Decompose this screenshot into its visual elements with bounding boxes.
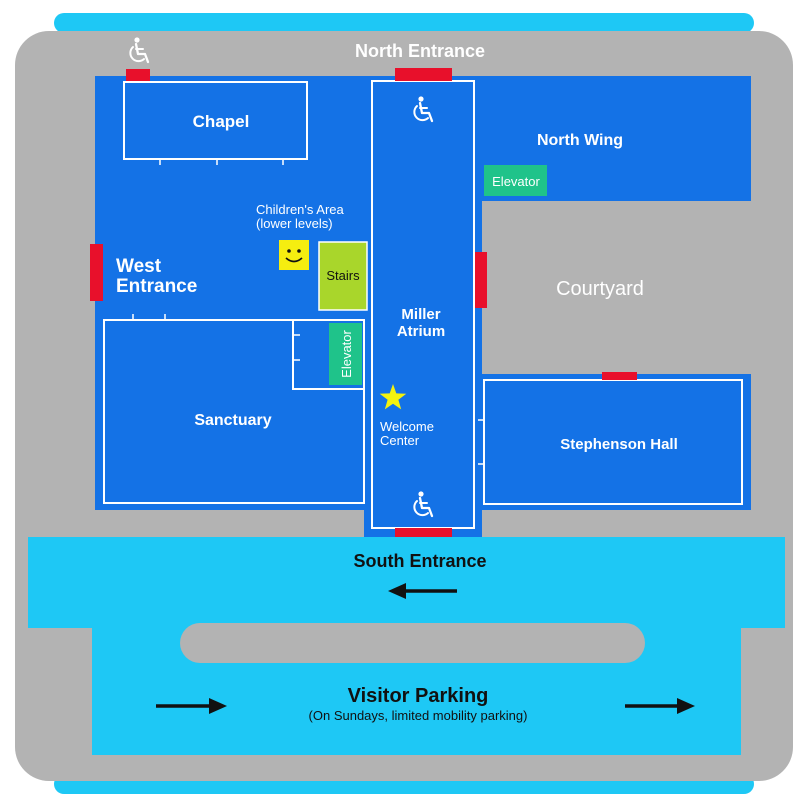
- stephenson-door: [602, 372, 637, 380]
- childrens-area-label-2: (lower levels): [256, 216, 333, 231]
- star-icon: [379, 384, 407, 410]
- chapel-door: [126, 69, 150, 81]
- elevator-north-label: Elevator: [492, 174, 540, 189]
- smiley-icon: [279, 240, 309, 270]
- parking-note-label: (On Sundays, limited mobility parking): [309, 708, 528, 723]
- arrow-icon: [388, 583, 457, 599]
- parking-median: [180, 623, 645, 663]
- sanctuary-room: [103, 319, 365, 504]
- stephenson-hall-label: Stephenson Hall: [560, 436, 678, 453]
- stairs-label: Stairs: [326, 268, 360, 283]
- sanctuary-elevator: [329, 323, 362, 385]
- childrens-area-label-1: Children's Area: [256, 202, 345, 217]
- atrium-label-1: Miller: [401, 306, 440, 323]
- west-entrance-label-1: West: [116, 256, 162, 277]
- west-entrance-label-2: Entrance: [116, 276, 197, 297]
- welcome-center-label-1: Welcome: [380, 419, 434, 434]
- arrow-icon: [625, 698, 695, 714]
- building-footprint: [95, 76, 751, 537]
- courtyard-label: Courtyard: [556, 278, 644, 300]
- visitor-parking-label: Visitor Parking: [348, 685, 489, 707]
- north-wing-label: North Wing: [537, 132, 623, 149]
- top-road: [54, 13, 754, 33]
- south-entrance-label: South Entrance: [353, 551, 486, 571]
- north-entrance-label: North Entrance: [355, 41, 485, 61]
- chapel-label: Chapel: [193, 112, 250, 131]
- arrow-icon: [156, 698, 227, 714]
- west-entrance-door: [90, 244, 103, 301]
- chapel-room: [123, 81, 308, 160]
- welcome-center-label-2: Center: [380, 433, 420, 448]
- courtyard-door: [475, 252, 487, 308]
- north-entrance-door: [395, 68, 452, 81]
- sanctuary-inner-partition: [292, 320, 364, 390]
- sanctuary-label: Sanctuary: [194, 412, 271, 429]
- stairs-block: [318, 241, 368, 311]
- north-wing-elevator: [484, 165, 547, 196]
- atrium-label-2: Atrium: [397, 323, 445, 340]
- elevator-sanctuary-label: Elevator: [339, 329, 354, 377]
